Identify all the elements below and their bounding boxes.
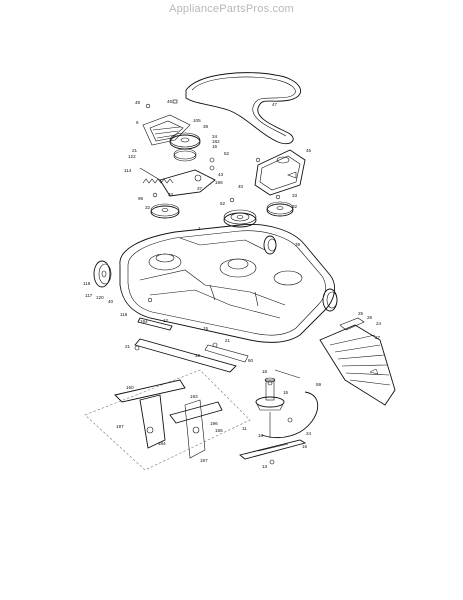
callout: 182 [212, 139, 220, 144]
front-rod [261, 391, 319, 439]
callout: 117 [85, 293, 93, 298]
callout: 47 [272, 102, 278, 107]
belt-cover-left [142, 114, 191, 146]
callout: 16 [212, 144, 218, 149]
idler-arm-bracket [139, 167, 216, 197]
site-watermark: AppliancePartsPros.com [169, 3, 294, 15]
spindle-pulley-right [266, 201, 294, 217]
callout: 193 [190, 394, 198, 399]
discharge-chute [319, 317, 396, 406]
callout: 196 [210, 421, 218, 426]
callout: 118 [83, 281, 91, 286]
callout: 39 [295, 242, 301, 247]
callout: 24 [306, 431, 312, 436]
callout: 96 [138, 196, 144, 201]
inset-detail-box [84, 369, 251, 471]
callout: 196 [215, 180, 223, 185]
callout: 16 [302, 444, 308, 449]
callout: 15 [283, 390, 289, 395]
callout: 59 [316, 382, 322, 387]
callout: 160 [126, 385, 134, 390]
callout: 27 [375, 335, 381, 340]
callout: 122 [128, 154, 136, 159]
callout: 21 [132, 148, 138, 153]
callout: 52 [220, 201, 226, 206]
callout: 33 [292, 193, 298, 198]
callout: 114 [124, 168, 132, 173]
callout: 60 [248, 358, 254, 363]
callout: 39 [203, 124, 209, 129]
callout: 33 [168, 192, 174, 197]
callout: 32 [145, 205, 151, 210]
callout: 197 [116, 424, 124, 429]
belt-cover-right [254, 149, 306, 196]
callout: 105 [193, 118, 201, 123]
callout: 34 [212, 134, 218, 139]
callout: 40 [108, 299, 114, 304]
tension-spring [142, 178, 174, 184]
callout: 21 [125, 344, 131, 349]
deck-hanger-links [134, 317, 301, 379]
callout: 45 [306, 148, 312, 153]
callout: 21 [225, 338, 231, 343]
callout: 1 [198, 226, 201, 231]
callout: 184 [158, 441, 166, 446]
drive-belt [185, 72, 302, 145]
callout: 46 [167, 99, 173, 104]
callout: 13 [262, 464, 268, 469]
callout: 16 [258, 433, 264, 438]
gauge-wheel-rear [263, 235, 277, 255]
spindle-pulley-center [223, 209, 257, 228]
spindle-assembly [255, 377, 285, 438]
idler-pulley-top [169, 132, 201, 162]
callout: 155 [215, 428, 223, 433]
callout: 18 [262, 369, 268, 374]
callout: 120 [96, 295, 104, 300]
gauge-wheel-left [93, 260, 112, 288]
callout: 26 [367, 315, 373, 320]
callout: 11 [242, 426, 247, 431]
callout: 115 [120, 312, 128, 317]
callout: 43 [218, 172, 224, 177]
callout: 12 [163, 318, 169, 323]
hardware-fasteners [134, 99, 293, 465]
callout: 22 [195, 353, 201, 358]
callout: 48 [135, 100, 141, 105]
callout: 52 [224, 151, 230, 156]
spindle-pulley-left [150, 203, 180, 219]
mower-blade [239, 439, 307, 460]
callout: 6 [136, 120, 139, 125]
callout-labels: 48 46 47 6 105 39 34 182 16 52 21 122 45… [83, 99, 382, 469]
callout: 197 [200, 458, 208, 463]
gauge-wheel-right [322, 288, 338, 312]
callout: 32 [292, 204, 298, 209]
callout: 25 [358, 311, 364, 316]
callout: 40 [238, 184, 244, 189]
callout: 194 [140, 319, 148, 324]
callout: 37 [197, 186, 203, 191]
callout: 15 [203, 326, 209, 331]
callout: 24 [376, 321, 382, 326]
mower-deck-housing [119, 224, 336, 343]
